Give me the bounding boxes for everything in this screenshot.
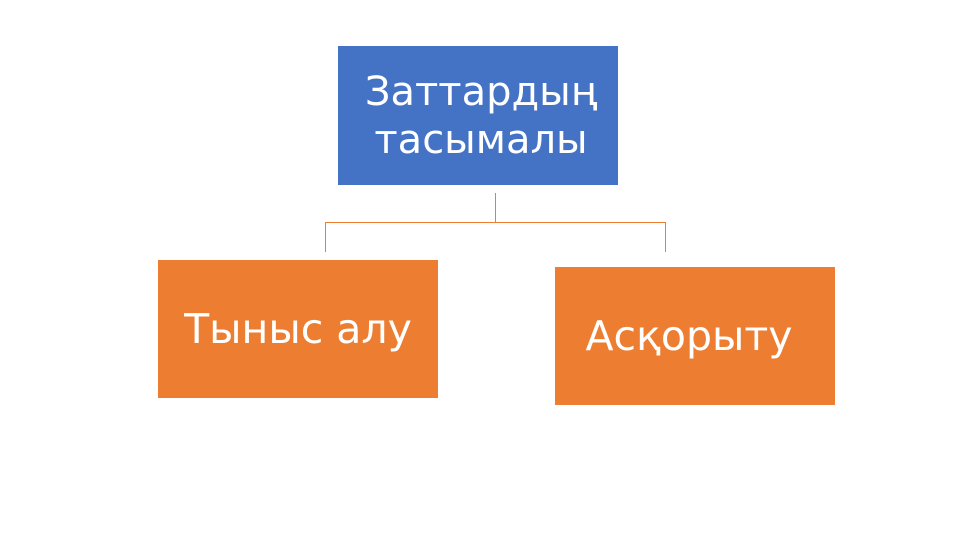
root-label-line2: тасымалы [374,116,588,163]
child-label-breathing: Тыныс алу [184,305,412,353]
root-label: Заттардың тасымалы [365,68,597,164]
root-node: Заттардың тасымалы [338,46,618,185]
connector-root-stem [495,193,496,223]
child-node-digestion: Асқорыту [555,267,835,405]
child-label-digestion: Асқорыту [585,312,793,360]
child-node-breathing: Тыныс алу [158,260,438,398]
connector-left-drop [325,222,326,252]
connector-right-drop [665,222,666,252]
root-label-line1: Заттардың [364,68,598,115]
connector-horizontal-bar [325,222,666,223]
